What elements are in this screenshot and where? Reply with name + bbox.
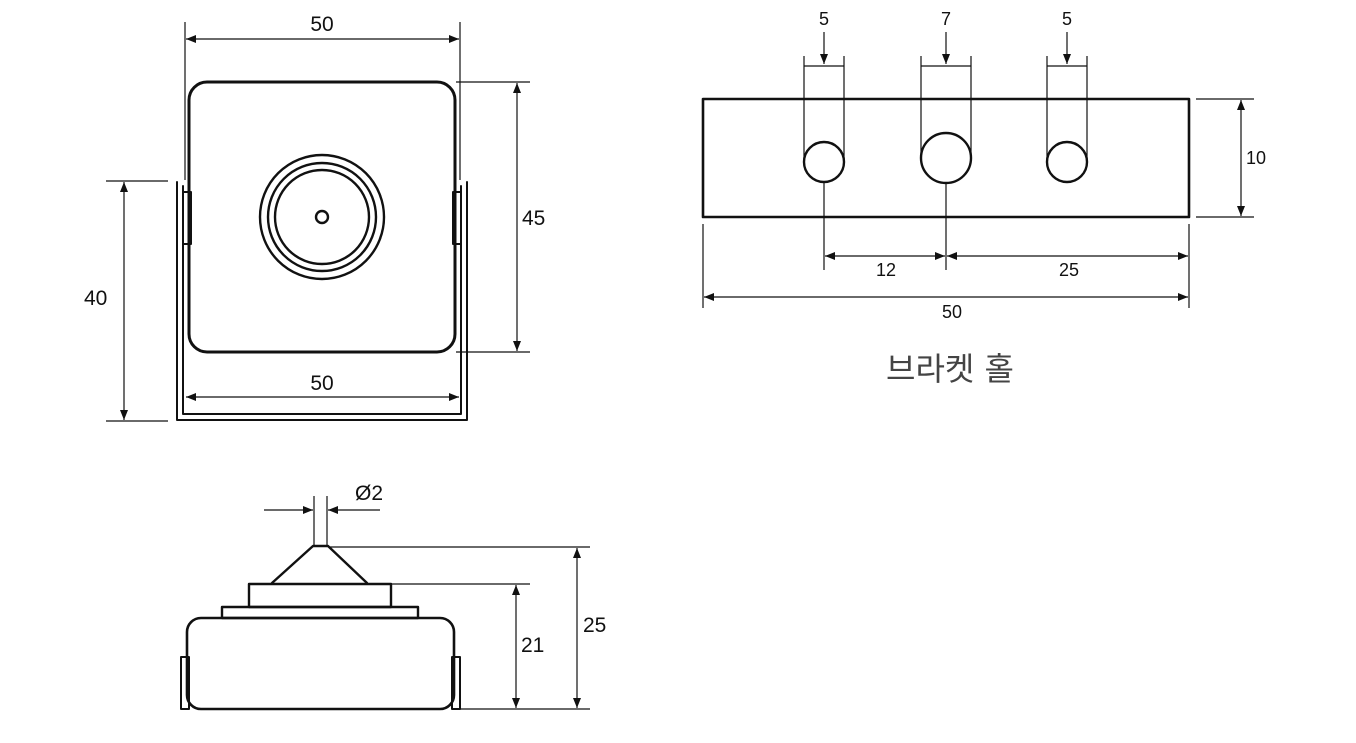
- dim-total-width-label: 50: [942, 302, 962, 322]
- hole-c: [1045, 140, 1089, 184]
- bracket-hole-view: 5 7 5 10 12 25 50 브라켓 홀: [701, 9, 1266, 388]
- bracket-u-outer: [176, 181, 468, 421]
- lens-block: [247, 582, 393, 609]
- dim-hole-c-label: 5: [1062, 9, 1072, 29]
- dim-total-height-label: 25: [583, 614, 606, 637]
- pinhole-cone: [270, 544, 369, 585]
- hole-b: [919, 131, 973, 185]
- front-view: 50 50 45 40: [84, 13, 545, 422]
- dim-body-height-label: 45: [522, 207, 545, 230]
- dim-bracket-height-label: 40: [84, 287, 107, 310]
- dim-plate-height-label: 10: [1246, 148, 1266, 168]
- dim-spacing-bc-label: 25: [1059, 260, 1079, 280]
- dim-spacing-ab-label: 12: [876, 260, 896, 280]
- bracket-tab-right: [452, 191, 462, 245]
- dim-lens-height-label: 21: [521, 634, 544, 657]
- lens-flange: [220, 605, 420, 620]
- dim-bottom-width-label: 50: [310, 372, 333, 395]
- bracket-hole-caption: 브라켓 홀: [886, 350, 1014, 388]
- dim-hole-a-label: 5: [819, 9, 829, 29]
- dim-top-width-label: 50: [310, 13, 333, 36]
- camera-body-side: [185, 616, 456, 711]
- bracket-u-inner: [182, 185, 462, 415]
- bracket-tab-left: [182, 191, 192, 245]
- lens-ring-middle: [266, 161, 378, 273]
- dim-hole-b-label: 7: [941, 9, 951, 29]
- side-tab-left: [180, 656, 190, 710]
- side-view: Ø2 21 25: [180, 482, 606, 711]
- side-tab-right: [451, 656, 461, 710]
- hole-a: [802, 140, 846, 184]
- pinhole: [314, 209, 330, 225]
- lens-ring-inner: [273, 168, 371, 266]
- camera-body-front: [187, 80, 457, 354]
- dim-pinhole-label: Ø2: [355, 482, 383, 505]
- lens-ring-outer: [258, 153, 386, 281]
